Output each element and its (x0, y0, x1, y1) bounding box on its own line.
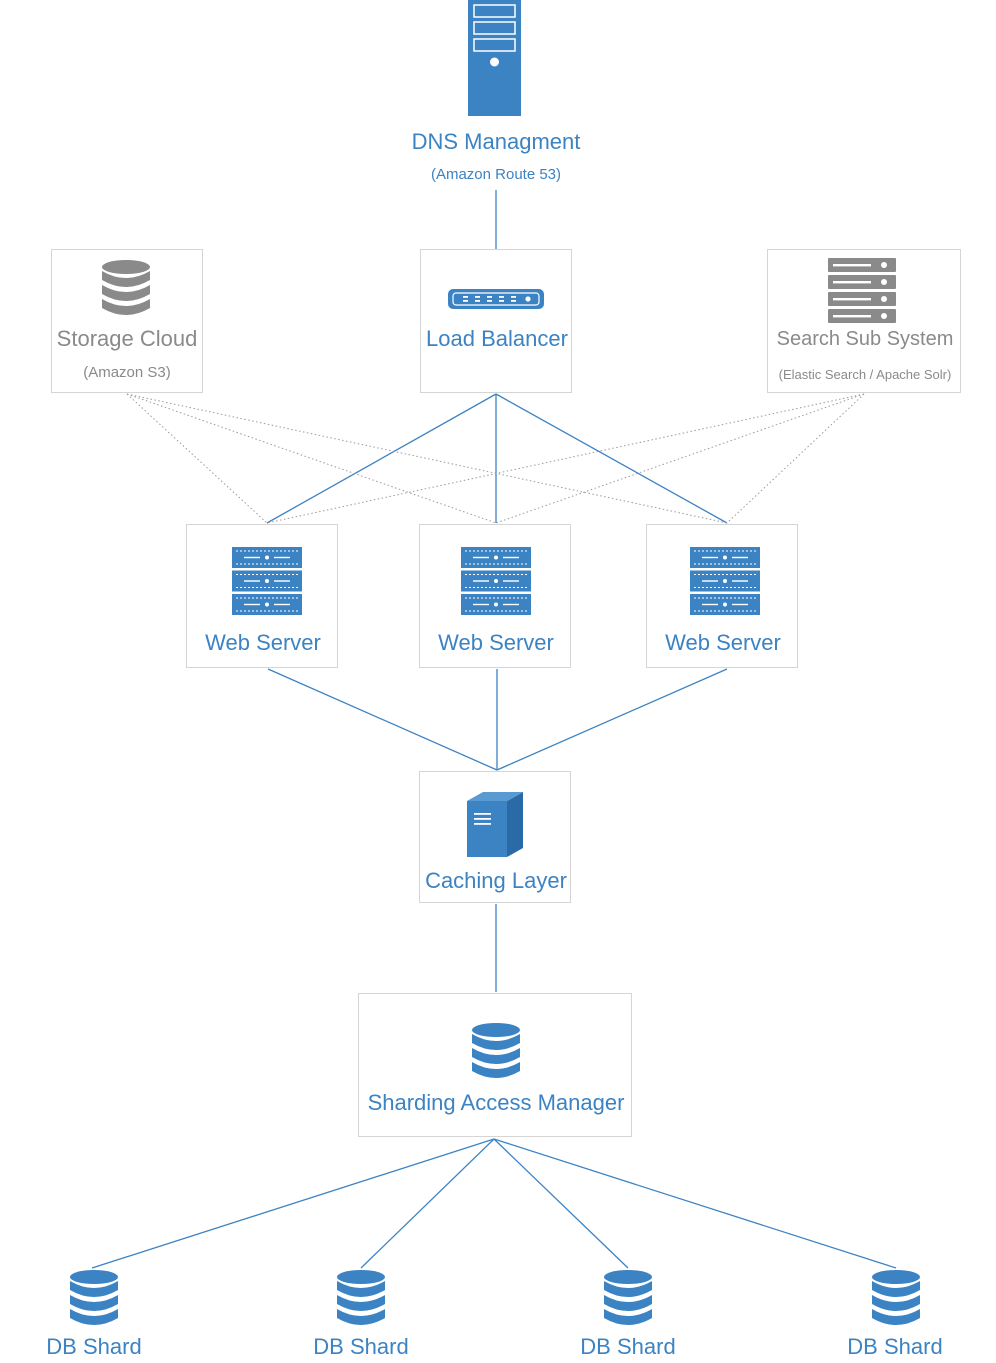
edge-storage-web2 (126, 393, 497, 524)
db-shard-title-4: DB Shard (847, 1334, 943, 1359)
search-title: Search Sub System (776, 328, 954, 350)
sharding-access-manager-node[interactable]: Sharding Access Manager (358, 993, 632, 1137)
db-shard-title-3: DB Shard (580, 1334, 676, 1359)
edge-manager-shard4 (493, 1138, 897, 1269)
server-rack-icon (828, 258, 896, 323)
server-box-icon (467, 789, 525, 859)
web-server-title-1: Web Server (205, 630, 321, 655)
database-icon (100, 258, 152, 320)
db-shard-title-1: DB Shard (46, 1334, 142, 1359)
database-icon (335, 1268, 387, 1330)
edge-storage-web1 (126, 393, 268, 524)
dns-title: DNS Managment (411, 129, 581, 154)
load-balancer-title: Load Balancer (426, 326, 568, 351)
storage-subtitle: (Amazon S3) (83, 364, 171, 381)
web-server-title-2: Web Server (438, 630, 554, 655)
database-icon (470, 1021, 522, 1083)
web-server-node-3[interactable]: Web Server (646, 524, 798, 668)
edge-lb-web1 (266, 393, 497, 524)
edge-search-web1 (266, 393, 865, 524)
edge-manager-shard1 (91, 1138, 495, 1269)
web-server-title-3: Web Server (665, 630, 781, 655)
web-server-node-2[interactable]: Web Server (419, 524, 571, 668)
load-balancer-node[interactable]: Load Balancer (420, 249, 572, 393)
search-subsystem-node[interactable]: Search Sub System (Elastic Search / Apac… (767, 249, 961, 393)
edge-search-web3 (726, 393, 865, 524)
web-server-node-1[interactable]: Web Server (186, 524, 338, 668)
edge-storage-web3 (126, 393, 728, 524)
caching-layer-node[interactable]: Caching Layer (419, 771, 571, 903)
server-stack-icon (461, 547, 531, 615)
server-stack-icon (232, 547, 302, 615)
database-icon (870, 1268, 922, 1330)
edge-manager-shard2 (360, 1138, 495, 1269)
dns-subtitle: (Amazon Route 53) (430, 166, 562, 183)
edge-manager-shard3 (493, 1138, 629, 1269)
router-icon (447, 288, 545, 310)
db-shard-title-2: DB Shard (313, 1334, 409, 1359)
database-icon (68, 1268, 120, 1330)
server-tower-icon (468, 0, 521, 116)
edge-web3-cache (496, 668, 728, 771)
edge-web1-cache (267, 668, 498, 771)
edge-lb-web3 (495, 393, 728, 524)
edge-search-web2 (495, 393, 865, 524)
storage-cloud-node[interactable] (51, 249, 203, 393)
solid-connectors (91, 190, 897, 1269)
server-stack-icon (690, 547, 760, 615)
database-icon (602, 1268, 654, 1330)
storage-title: Storage Cloud (56, 326, 198, 351)
search-subtitle: (Elastic Search / Apache Solr) (778, 367, 952, 382)
dotted-connectors (126, 393, 865, 524)
caching-layer-title: Caching Layer (425, 868, 567, 893)
sharding-manager-title: Sharding Access Manager (367, 1090, 625, 1115)
